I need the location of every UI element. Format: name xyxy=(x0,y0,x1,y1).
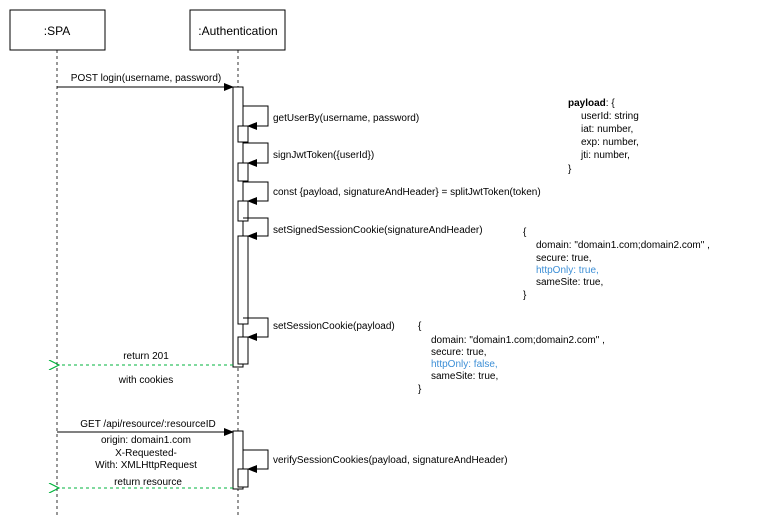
signed-cookie-note: { domain: "domain1.com;domain2.com" , se… xyxy=(523,227,710,301)
message-get-resource: GET /api/resource/:resourceID origin: do… xyxy=(57,419,234,471)
message-xrequested-label-1: X-Requested- xyxy=(115,448,177,459)
activation-verify xyxy=(237,468,249,488)
message-post-login: POST login(username, password) xyxy=(57,73,234,91)
message-verify-label: verifySessionCookies(payload, signatureA… xyxy=(273,455,508,466)
activation-getuserby xyxy=(237,125,249,143)
payload-note-line: userId: string xyxy=(581,111,639,122)
message-setsession-label: setSessionCookie(payload) xyxy=(273,321,395,332)
payload-note-line: jti: number, xyxy=(580,150,630,161)
payload-note-line: exp: number, xyxy=(581,137,639,148)
message-post-login-label: POST login(username, password) xyxy=(71,73,221,84)
session-cookie-note-close: } xyxy=(418,384,422,395)
activation-setsigned xyxy=(237,235,249,325)
payload-note-line: iat: number, xyxy=(581,124,633,135)
message-splitjwt: const {payload, signatureAndHeader} = sp… xyxy=(243,181,541,205)
session-cookie-domain: domain: "domain1.com;domain2.com" , xyxy=(431,335,605,346)
payload-note: payload: { userId: string iat: number, e… xyxy=(568,98,639,175)
session-cookie-note: { domain: "domain1.com;domain2.com" , se… xyxy=(418,321,605,395)
message-verify: verifySessionCookies(payload, signatureA… xyxy=(243,449,508,473)
activation-bar-resource xyxy=(232,430,244,490)
message-return-resource: return resource xyxy=(59,477,233,488)
signed-cookie-note-open: { xyxy=(523,227,527,238)
payload-note-header: payload: { xyxy=(568,98,615,109)
message-splitjwt-label: const {payload, signatureAndHeader} = sp… xyxy=(273,187,541,198)
message-get-resource-label: GET /api/resource/:resourceID xyxy=(80,419,215,430)
activation-splitjwt xyxy=(237,200,249,222)
message-xrequested-label-2: With: XMLHttpRequest xyxy=(95,460,197,471)
message-origin-label: origin: domain1.com xyxy=(101,435,191,446)
message-signjwt-label: signJwtToken({userId}) xyxy=(273,150,374,161)
activation-bar-login xyxy=(232,86,244,368)
signed-cookie-samesite: sameSite: true, xyxy=(536,277,603,288)
participant-spa-label: :SPA xyxy=(44,24,70,38)
message-setsigned-label: setSignedSessionCookie(signatureAndHeade… xyxy=(273,225,483,236)
message-return-resource-label: return resource xyxy=(114,477,182,488)
signed-cookie-httponly: httpOnly: true, xyxy=(536,265,599,276)
signed-cookie-note-close: } xyxy=(523,290,527,301)
session-cookie-note-open: { xyxy=(418,321,422,332)
participant-authentication-label: :Authentication xyxy=(198,24,277,38)
participant-spa: :SPA xyxy=(9,9,106,51)
session-cookie-secure: secure: true, xyxy=(431,347,487,358)
payload-note-key: payload xyxy=(568,98,606,109)
activation-setsession xyxy=(237,336,249,365)
message-setsigned: setSignedSessionCookie(signatureAndHeade… xyxy=(243,217,483,240)
signed-cookie-domain: domain: "domain1.com;domain2.com" , xyxy=(536,240,710,251)
payload-note-open: : { xyxy=(606,98,616,109)
message-with-cookies-label: with cookies xyxy=(118,375,173,386)
message-getuserby: getUserBy(username, password) xyxy=(243,105,419,130)
session-cookie-httponly: httpOnly: false, xyxy=(431,359,498,370)
session-cookie-samesite: sameSite: true, xyxy=(431,371,498,382)
activation-signjwt xyxy=(237,162,249,182)
signed-cookie-secure: secure: true, xyxy=(536,253,592,264)
message-getuserby-label: getUserBy(username, password) xyxy=(273,113,419,124)
participant-authentication: :Authentication xyxy=(189,9,286,51)
message-return-201-label: return 201 xyxy=(123,351,169,362)
message-return-201: return 201 with cookies xyxy=(59,351,233,386)
payload-note-close: } xyxy=(568,164,572,175)
message-setsession: setSessionCookie(payload) xyxy=(243,317,395,341)
message-signjwt: signJwtToken({userId}) xyxy=(243,142,374,167)
